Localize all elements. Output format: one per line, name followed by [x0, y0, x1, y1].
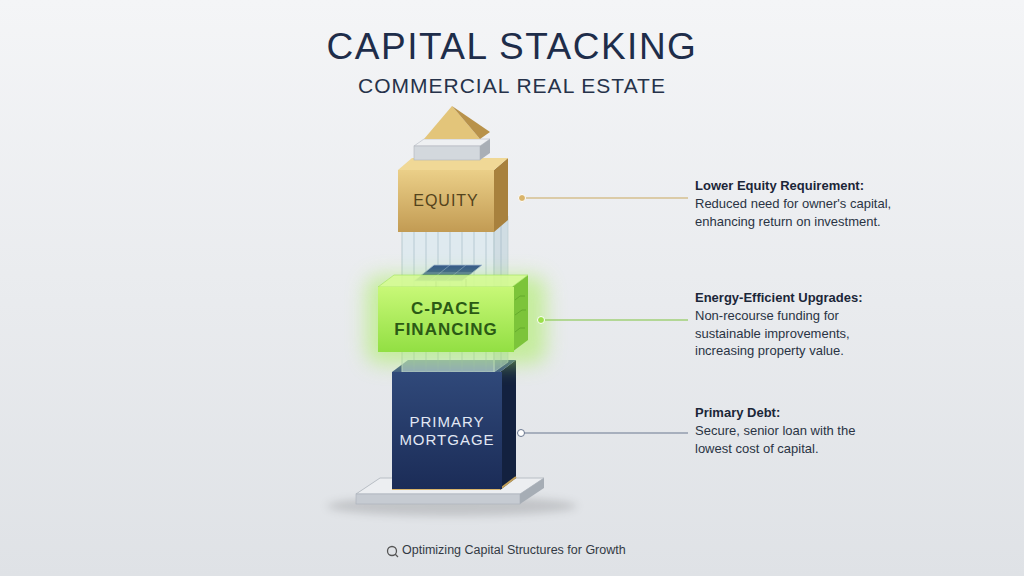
box-label: C-PACE FINANCING	[382, 299, 510, 340]
silver-tier-top	[414, 139, 490, 146]
mortgage-side	[500, 360, 516, 490]
equity-block: EQUITY	[398, 170, 494, 232]
green-glow	[366, 276, 546, 364]
cpace-top	[378, 275, 528, 287]
silver-tier-front	[414, 146, 480, 160]
caption: Optimizing Capital Structures for Growth	[402, 543, 702, 557]
plinth-front	[356, 494, 520, 504]
callout-dot	[538, 317, 545, 324]
callout-body: Reduced need for owner's capital, enhanc…	[695, 195, 920, 230]
subtitle: COMMERCIAL REAL ESTATE	[0, 72, 1024, 100]
leader-line	[544, 319, 688, 320]
cpace-block: C-PACE FINANCING	[378, 287, 514, 352]
leader-line	[524, 432, 688, 433]
gold-trim	[500, 477, 516, 489]
circuit-lines	[515, 296, 526, 332]
callout-body: Secure, senior loan with the lowest cost…	[695, 422, 885, 457]
title: CAPITAL STACKING	[0, 26, 1024, 68]
cpace-side	[512, 275, 528, 352]
mortgage-block: PRIMARY MORTGAGE	[392, 372, 502, 489]
caption-icon	[388, 547, 399, 558]
silver-tier-side	[480, 139, 490, 160]
pyramid-side	[452, 106, 490, 139]
leader-line	[524, 197, 688, 198]
callout-body: Non-recourse funding for sustainable imp…	[695, 307, 880, 360]
box-label: PRIMARY MORTGAGE	[396, 413, 498, 449]
plinth-side	[520, 478, 544, 504]
callout-dot	[519, 195, 526, 202]
callout-dot	[518, 430, 525, 437]
box-label: EQUITY	[413, 191, 479, 210]
callout-heading: Energy-Efficient Upgrades:	[695, 289, 995, 307]
callout-heading: Lower Equity Requirement:	[695, 177, 995, 195]
equity-side	[494, 158, 508, 232]
callout-heading: Primary Debt:	[695, 404, 995, 422]
